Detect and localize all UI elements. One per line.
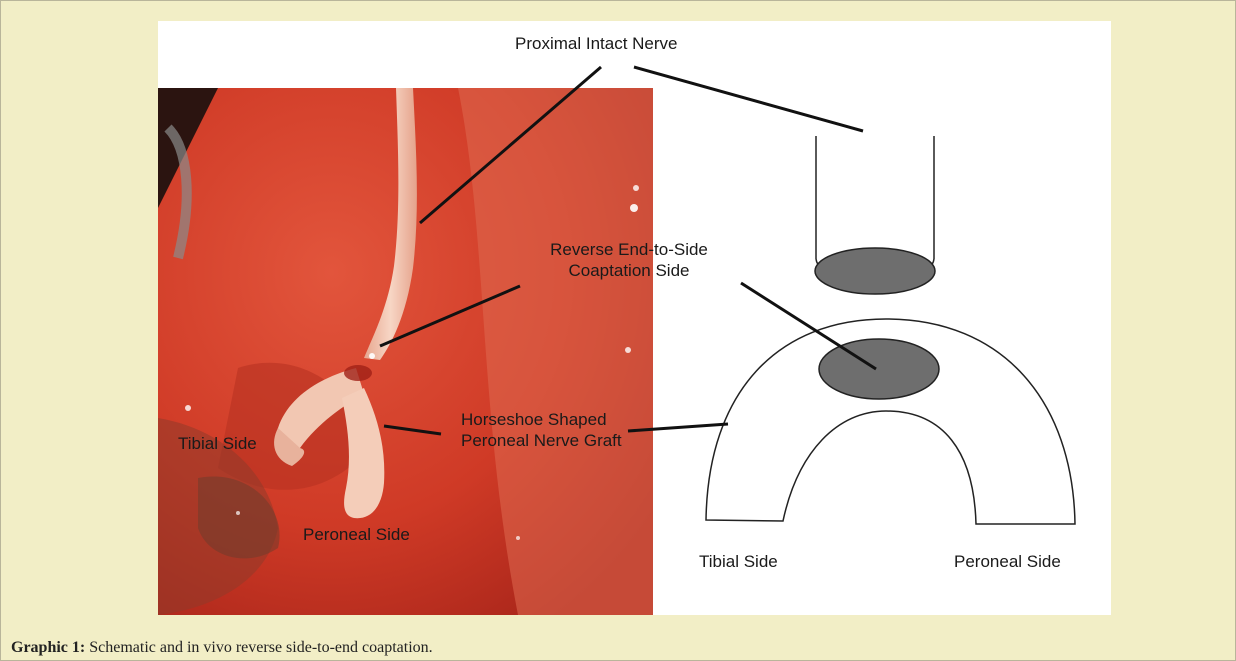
coaptation-end [819, 339, 939, 399]
caption-text: Schematic and in vivo reverse side-to-en… [85, 639, 432, 656]
label-schematic-tibial-side: Tibial Side [699, 551, 778, 572]
label-horseshoe-line2: Peroneal Nerve Graft [461, 430, 622, 451]
label-reverse-end-to-side-line1: Reverse End-to-Side [518, 239, 740, 260]
label-reverse-end-to-side-line2: Coaptation Side [518, 260, 740, 281]
leader-graft-photo [384, 426, 441, 434]
label-horseshoe-line1: Horseshoe Shaped [461, 409, 622, 430]
label-horseshoe-graft: Horseshoe Shaped Peroneal Nerve Graft [461, 409, 622, 451]
leader-graft-schematic [628, 424, 728, 431]
label-reverse-end-to-side: Reverse End-to-Side Coaptation Side [518, 239, 740, 281]
schematic-overlay [158, 21, 1111, 615]
leader-proximal-photo [420, 67, 601, 223]
label-schematic-peroneal-side: Peroneal Side [954, 551, 1061, 572]
leader-proximal-schematic [634, 67, 863, 131]
label-photo-tibial-side: Tibial Side [178, 433, 257, 454]
figure-panel: Proximal Intact Nerve Reverse End-to-Sid… [158, 21, 1111, 615]
schematic-drawing [158, 21, 1111, 615]
caption-label: Graphic 1: [11, 639, 85, 656]
leader-coaptation-photo [380, 286, 520, 346]
proximal-nerve-end [815, 248, 935, 294]
label-photo-peroneal-side: Peroneal Side [303, 524, 410, 545]
figure-caption: Graphic 1: Schematic and in vivo reverse… [11, 639, 433, 657]
label-proximal-intact-nerve: Proximal Intact Nerve [515, 33, 678, 54]
